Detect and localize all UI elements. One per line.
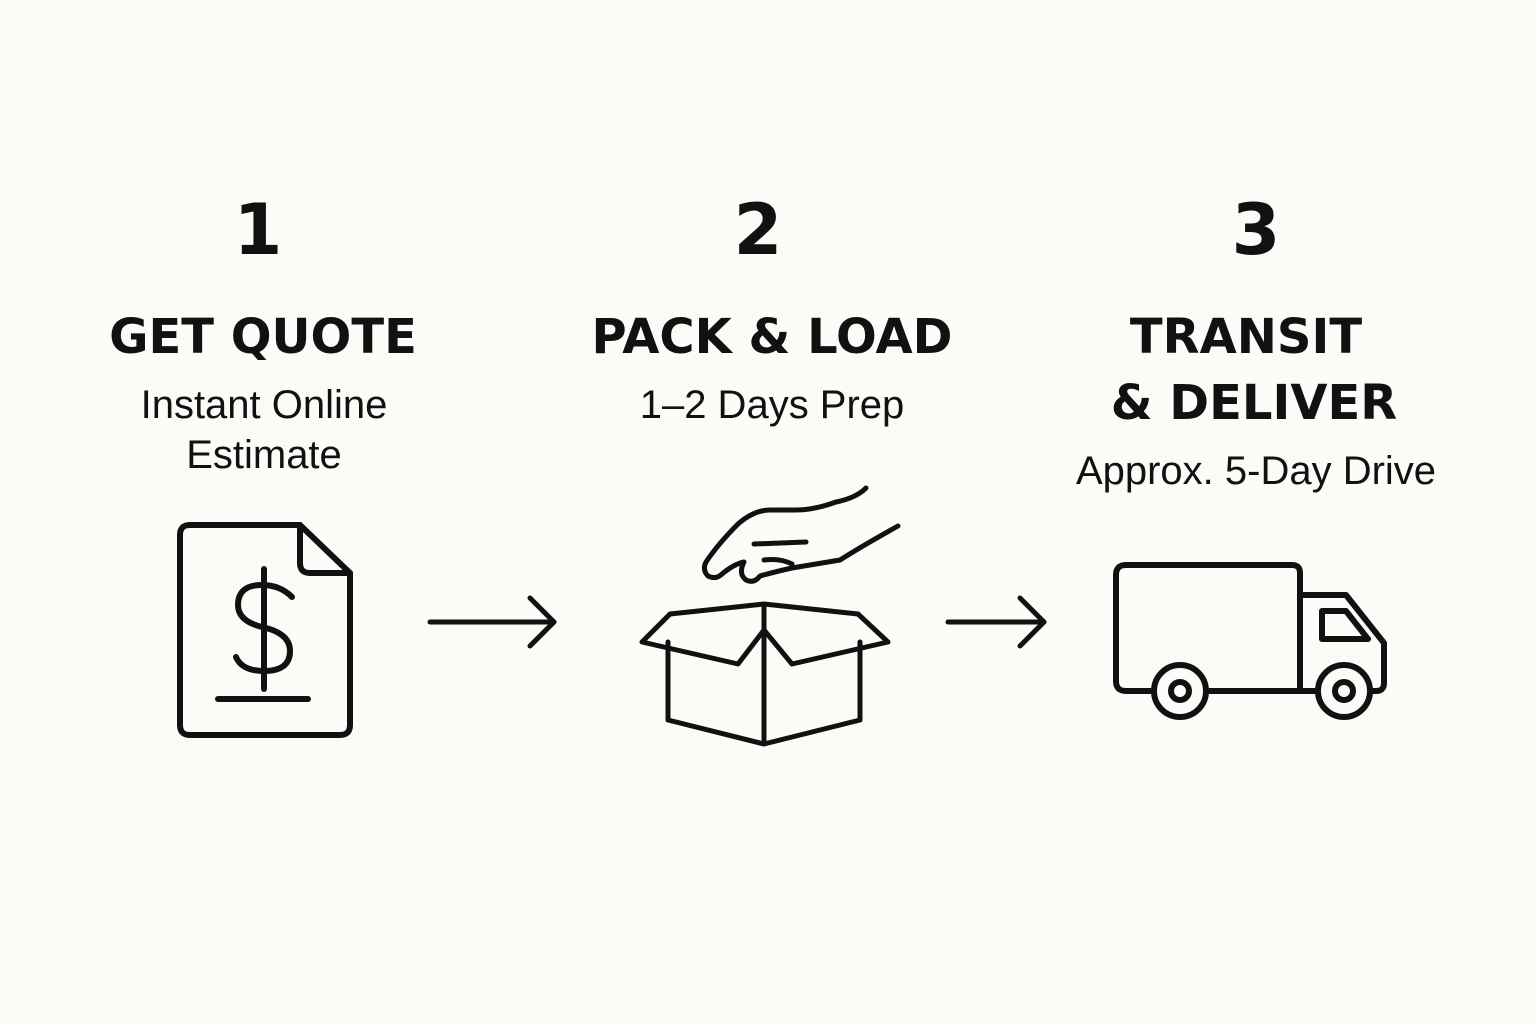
step-2-number: 2: [733, 189, 783, 271]
delivery-truck-icon: [1106, 555, 1396, 725]
step-3-subtitle: Approx. 5-Day Drive: [1075, 449, 1437, 493]
quote-document-dollar-icon: [170, 515, 360, 745]
step-2-title: PACK & LOAD: [591, 309, 953, 365]
step-1-title: GET QUOTE: [109, 309, 417, 365]
right-arrow-icon: [426, 592, 562, 652]
step-3-title-line-2: & DELIVER: [1110, 375, 1398, 431]
step-1-subtitle-line-2: Estimate: [186, 433, 342, 477]
right-arrow-icon: [944, 592, 1054, 652]
step-3-number: 3: [1231, 189, 1281, 271]
step-2-subtitle: 1–2 Days Prep: [639, 383, 905, 427]
box-with-hand-icon: [630, 480, 910, 750]
step-1-subtitle-line-1: Instant Online: [140, 383, 388, 427]
step-1-number: 1: [233, 189, 283, 271]
step-3-title-line-1: TRANSIT: [1129, 309, 1363, 365]
